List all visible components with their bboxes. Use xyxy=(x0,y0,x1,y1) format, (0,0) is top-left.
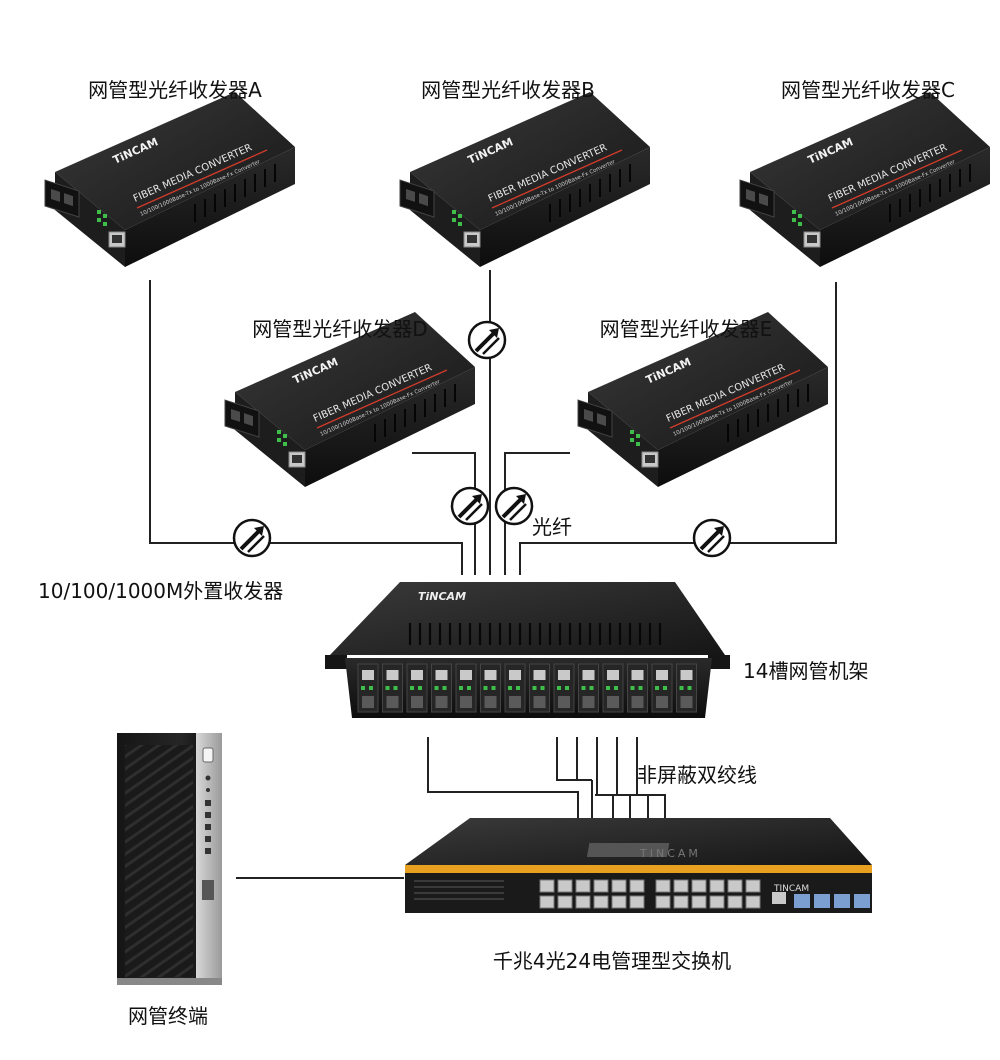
switch-rj45-port xyxy=(611,895,627,909)
converter-a-label: 网管型光纤收发器A xyxy=(88,78,262,102)
switch-rj45-port xyxy=(745,895,761,909)
switch-rj45-port xyxy=(691,895,707,909)
switch-rj45-port xyxy=(709,895,725,909)
switch-rj45-port xyxy=(575,895,591,909)
link-rack-switch-5 xyxy=(616,737,631,828)
link-converter-c xyxy=(519,282,837,575)
switch-top-brand: TINCAM xyxy=(639,847,701,860)
fiber-coupler-icon xyxy=(692,518,732,558)
link-rack-switch-4 xyxy=(596,737,614,828)
switch-rj45-port xyxy=(655,879,671,893)
terminal-label: 网管终端 xyxy=(128,1004,208,1028)
link-rack-switch-2 xyxy=(556,737,592,781)
switch-rj45-port xyxy=(629,895,645,909)
rack-slot-module xyxy=(651,663,673,713)
switch-rj45-port xyxy=(673,879,689,893)
link-converter-a xyxy=(149,280,463,575)
rack-slot-module xyxy=(406,663,428,713)
rack-slot-module xyxy=(357,663,379,713)
switch-image: TINCAM TINCAM xyxy=(405,818,872,913)
switch-front-brand: TINCAM xyxy=(773,884,809,894)
fiber-coupler-icon xyxy=(494,486,534,526)
rack-slot-module xyxy=(578,663,599,713)
rack-slot-module xyxy=(529,663,550,713)
switch-rj45-port xyxy=(691,879,707,893)
converter-b-image xyxy=(399,91,651,268)
rack-image: TiNCAM xyxy=(325,582,730,718)
rack-slot-module xyxy=(504,663,526,713)
rack-slot-module xyxy=(553,663,575,713)
switch-rj45-port xyxy=(673,895,689,909)
rack-brand: TiNCAM xyxy=(418,590,466,603)
fiber-coupler-icon xyxy=(450,486,490,526)
rack-slot-module xyxy=(455,663,477,713)
link-converter-d xyxy=(412,452,476,575)
switch-rj45-port xyxy=(557,879,573,893)
rack-slot-module xyxy=(602,663,624,713)
switch-label: 千兆4光24电管理型交换机 xyxy=(492,949,732,973)
fiber-label: 光纤 xyxy=(532,515,572,539)
switch-rj45-port xyxy=(727,895,743,909)
cable-label: 非屏蔽双绞线 xyxy=(637,763,757,787)
converter-c-image xyxy=(739,91,991,268)
switch-rj45-port xyxy=(611,879,627,893)
converter-b-label: 网管型光纤收发器B xyxy=(421,78,595,102)
rack-slot-module xyxy=(676,663,697,713)
switch-rj45-port xyxy=(539,895,555,909)
switch-rj45-port xyxy=(575,879,591,893)
converter-d-label: 网管型光纤收发器D xyxy=(252,317,428,341)
rack-slot-module xyxy=(431,663,452,713)
switch-rj45-port xyxy=(745,879,761,893)
rack-slot-module xyxy=(627,663,648,713)
external-converter-label: 10/100/1000M外置收发器 xyxy=(38,579,284,603)
switch-rj45-port xyxy=(557,895,573,909)
fiber-coupler-icon xyxy=(232,518,272,558)
switch-rj45-port xyxy=(727,879,743,893)
converter-e-label: 网管型光纤收发器E xyxy=(599,317,773,341)
converter-c-label: 网管型光纤收发器C xyxy=(781,78,955,102)
converter-a-image xyxy=(44,91,296,268)
link-rack-switch-1 xyxy=(427,737,579,828)
fiber-coupler-icon xyxy=(467,320,507,360)
rack-label: 14槽网管机架 xyxy=(743,659,869,683)
link-rack-switch-8 xyxy=(595,794,666,828)
switch-rj45-port xyxy=(539,879,555,893)
rack-slot-module xyxy=(480,663,501,713)
switch-rj45-port xyxy=(593,895,609,909)
switch-rj45-port xyxy=(593,879,609,893)
rack-slot-module xyxy=(382,663,403,713)
connection-lines xyxy=(149,270,837,879)
switch-rj45-port xyxy=(709,879,725,893)
switch-rj45-port xyxy=(655,895,671,909)
switch-rj45-port xyxy=(629,879,645,893)
terminal-image xyxy=(117,733,222,985)
link-converter-e xyxy=(504,452,570,575)
